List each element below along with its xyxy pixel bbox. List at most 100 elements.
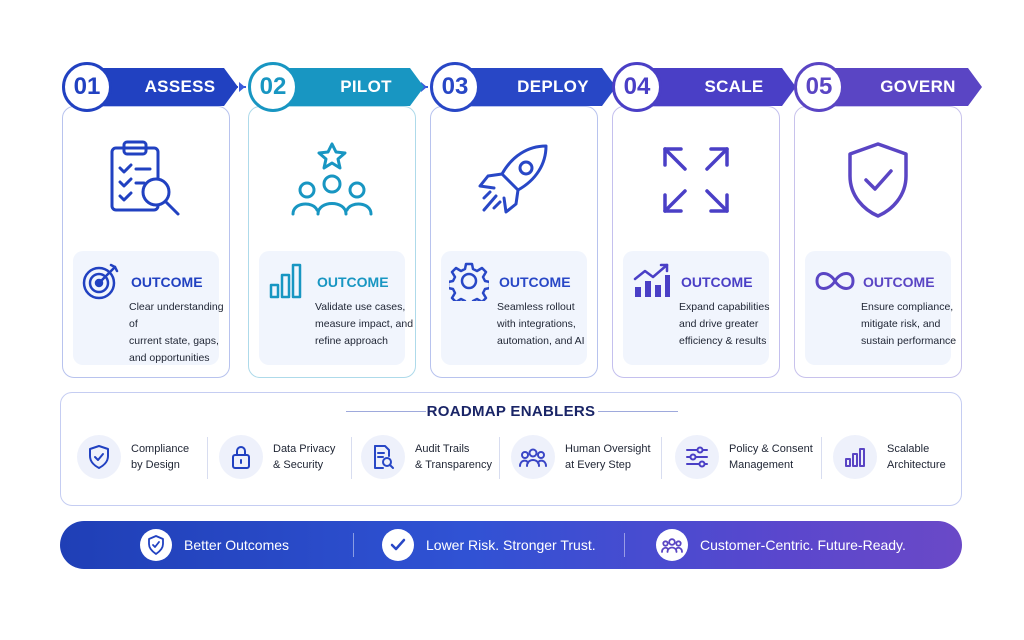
outcome-line: sustain performance	[861, 335, 957, 347]
banner-text: Lower Risk. Stronger Trust.	[426, 537, 596, 553]
enabler-label: Policy & Consent Management	[729, 441, 839, 473]
enabler-compliance: Compliance by Design	[77, 435, 231, 479]
enabler-label: Scalable Architecture	[887, 441, 967, 473]
enabler-label: Audit Trails & Transparency	[415, 441, 515, 473]
enabler-line: Scalable	[887, 443, 930, 455]
document-search-icon	[361, 435, 405, 479]
enabler-line: Management	[729, 459, 794, 471]
outcome-line: refine approach	[315, 335, 388, 347]
outcome-panel: OUTCOME Clear understanding of current s…	[73, 251, 224, 365]
stage-card-deploy: OUTCOME Seamless rollout with integratio…	[430, 106, 598, 378]
stage-card-govern: OUTCOME Ensure compliance, mitigate risk…	[794, 106, 962, 378]
stage-header-govern: 05 GOVERN	[794, 62, 982, 112]
rocket-icon	[431, 135, 597, 225]
enabler-line: Policy & Consent	[729, 443, 813, 455]
team-star-icon	[249, 135, 415, 225]
enabler-divider	[661, 437, 662, 479]
enabler-line: Architecture	[887, 459, 946, 471]
stage-label: ASSESS	[98, 68, 238, 106]
enabler-label: Data Privacy & Security	[273, 441, 373, 473]
outcome-panel: OUTCOME Validate use cases, measure impa…	[259, 251, 413, 365]
stage-label: GOVERN	[830, 68, 982, 106]
banner-item-lower-risk: Lower Risk. Stronger Trust.	[382, 521, 596, 569]
infinity-icon	[813, 261, 855, 301]
gear-icon	[446, 261, 492, 308]
stage-card-assess: OUTCOME Clear understanding of current s…	[62, 106, 230, 378]
outcome-text: Seamless rollout with integrations, auto…	[497, 299, 599, 350]
enabler-data-privacy: Data Privacy & Security	[219, 435, 373, 479]
outcome-panel: OUTCOME Seamless rollout with integratio…	[441, 251, 587, 365]
outcome-title: OUTCOME	[863, 274, 935, 290]
banner-divider	[624, 533, 625, 557]
stage-label: SCALE	[648, 68, 796, 106]
stage-number: 01	[62, 62, 112, 112]
outcome-title: OUTCOME	[131, 274, 203, 290]
stage-header-pilot: 02 PILOT	[248, 62, 424, 112]
growth-chart-icon	[631, 261, 671, 301]
banner-divider	[353, 533, 354, 557]
enabler-line: Data Privacy	[273, 443, 336, 455]
enabler-label: Human Oversight at Every Step	[565, 441, 671, 473]
clipboard-search-icon	[63, 135, 229, 225]
people-icon	[656, 529, 688, 561]
banner-text: Better Outcomes	[184, 537, 290, 553]
outcome-panel: OUTCOME Expand capabilities and drive gr…	[623, 251, 769, 365]
enabler-policy-consent: Policy & Consent Management	[675, 435, 839, 479]
shield-check-icon	[795, 135, 961, 225]
enabler-line: & Security	[273, 459, 324, 471]
outcome-line: efficiency & results	[679, 335, 767, 347]
outcome-text: Clear understanding of current state, ga…	[129, 299, 231, 367]
title-divider	[346, 411, 426, 412]
outcome-line: mitigate risk, and	[861, 318, 941, 330]
stage-label: PILOT	[284, 68, 424, 106]
outcome-line: measure impact, and	[315, 318, 414, 330]
stage-number: 02	[248, 62, 298, 112]
stage-header-deploy: 03 DEPLOY	[430, 62, 616, 112]
enabler-line: by Design	[131, 459, 180, 471]
enabler-label: Compliance by Design	[131, 441, 231, 473]
bottom-banner: Better Outcomes Lower Risk. Stronger Tru…	[60, 521, 962, 569]
outcome-text: Validate use cases, measure impact, and …	[315, 299, 417, 350]
target-icon	[81, 261, 121, 301]
outcome-line: Clear understanding of	[129, 301, 224, 330]
enabler-line: Compliance	[131, 443, 190, 455]
banner-item-customer-centric: Customer-Centric. Future-Ready.	[656, 521, 906, 569]
outcome-text: Ensure compliance, mitigate risk, and su…	[861, 299, 963, 350]
outcome-line: automation, and AI	[497, 335, 585, 347]
enablers-title: ROADMAP ENABLERS	[426, 403, 596, 420]
outcome-line: Seamless rollout	[497, 301, 575, 313]
enabler-divider	[499, 437, 500, 479]
enabler-human-oversight: Human Oversight at Every Step	[511, 435, 671, 479]
stage-number: 04	[612, 62, 662, 112]
shield-check-icon	[140, 529, 172, 561]
outcome-panel: OUTCOME Ensure compliance, mitigate risk…	[805, 251, 956, 365]
stage-header-scale: 04 SCALE	[612, 62, 796, 112]
people-icon	[511, 435, 555, 479]
enabler-divider	[207, 437, 208, 479]
outcome-text: Expand capabilities and drive greater ef…	[679, 299, 781, 350]
outcome-line: Ensure compliance,	[861, 301, 954, 313]
outcome-line: with integrations,	[497, 318, 576, 330]
title-divider	[598, 411, 678, 412]
enabler-line: at Every Step	[565, 459, 632, 471]
outcome-title: OUTCOME	[499, 274, 571, 290]
banner-item-better-outcomes: Better Outcomes	[140, 521, 289, 569]
sliders-icon	[675, 435, 719, 479]
outcome-title: OUTCOME	[317, 274, 389, 290]
stage-card-scale: OUTCOME Expand capabilities and drive gr…	[612, 106, 780, 378]
outcome-line: Expand capabilities	[679, 301, 770, 313]
enabler-divider	[351, 437, 352, 479]
enabler-line: Human Oversight	[565, 443, 651, 455]
outcome-line: Validate use cases,	[315, 301, 406, 313]
enabler-scalable-architecture: Scalable Architecture	[833, 435, 967, 479]
enabler-line: Audit Trails	[415, 443, 470, 455]
stage-number: 03	[430, 62, 480, 112]
stage-card-pilot: OUTCOME Validate use cases, measure impa…	[248, 106, 416, 378]
expand-arrows-icon	[613, 135, 779, 225]
stage-header-assess: 01 ASSESS	[62, 62, 238, 112]
outcome-line: current state, gaps,	[129, 335, 219, 347]
banner-text: Customer-Centric. Future-Ready.	[700, 537, 906, 553]
bar-chart-icon	[267, 261, 307, 301]
outcome-line: and opportunities	[129, 352, 210, 364]
shield-check-icon	[77, 435, 121, 479]
